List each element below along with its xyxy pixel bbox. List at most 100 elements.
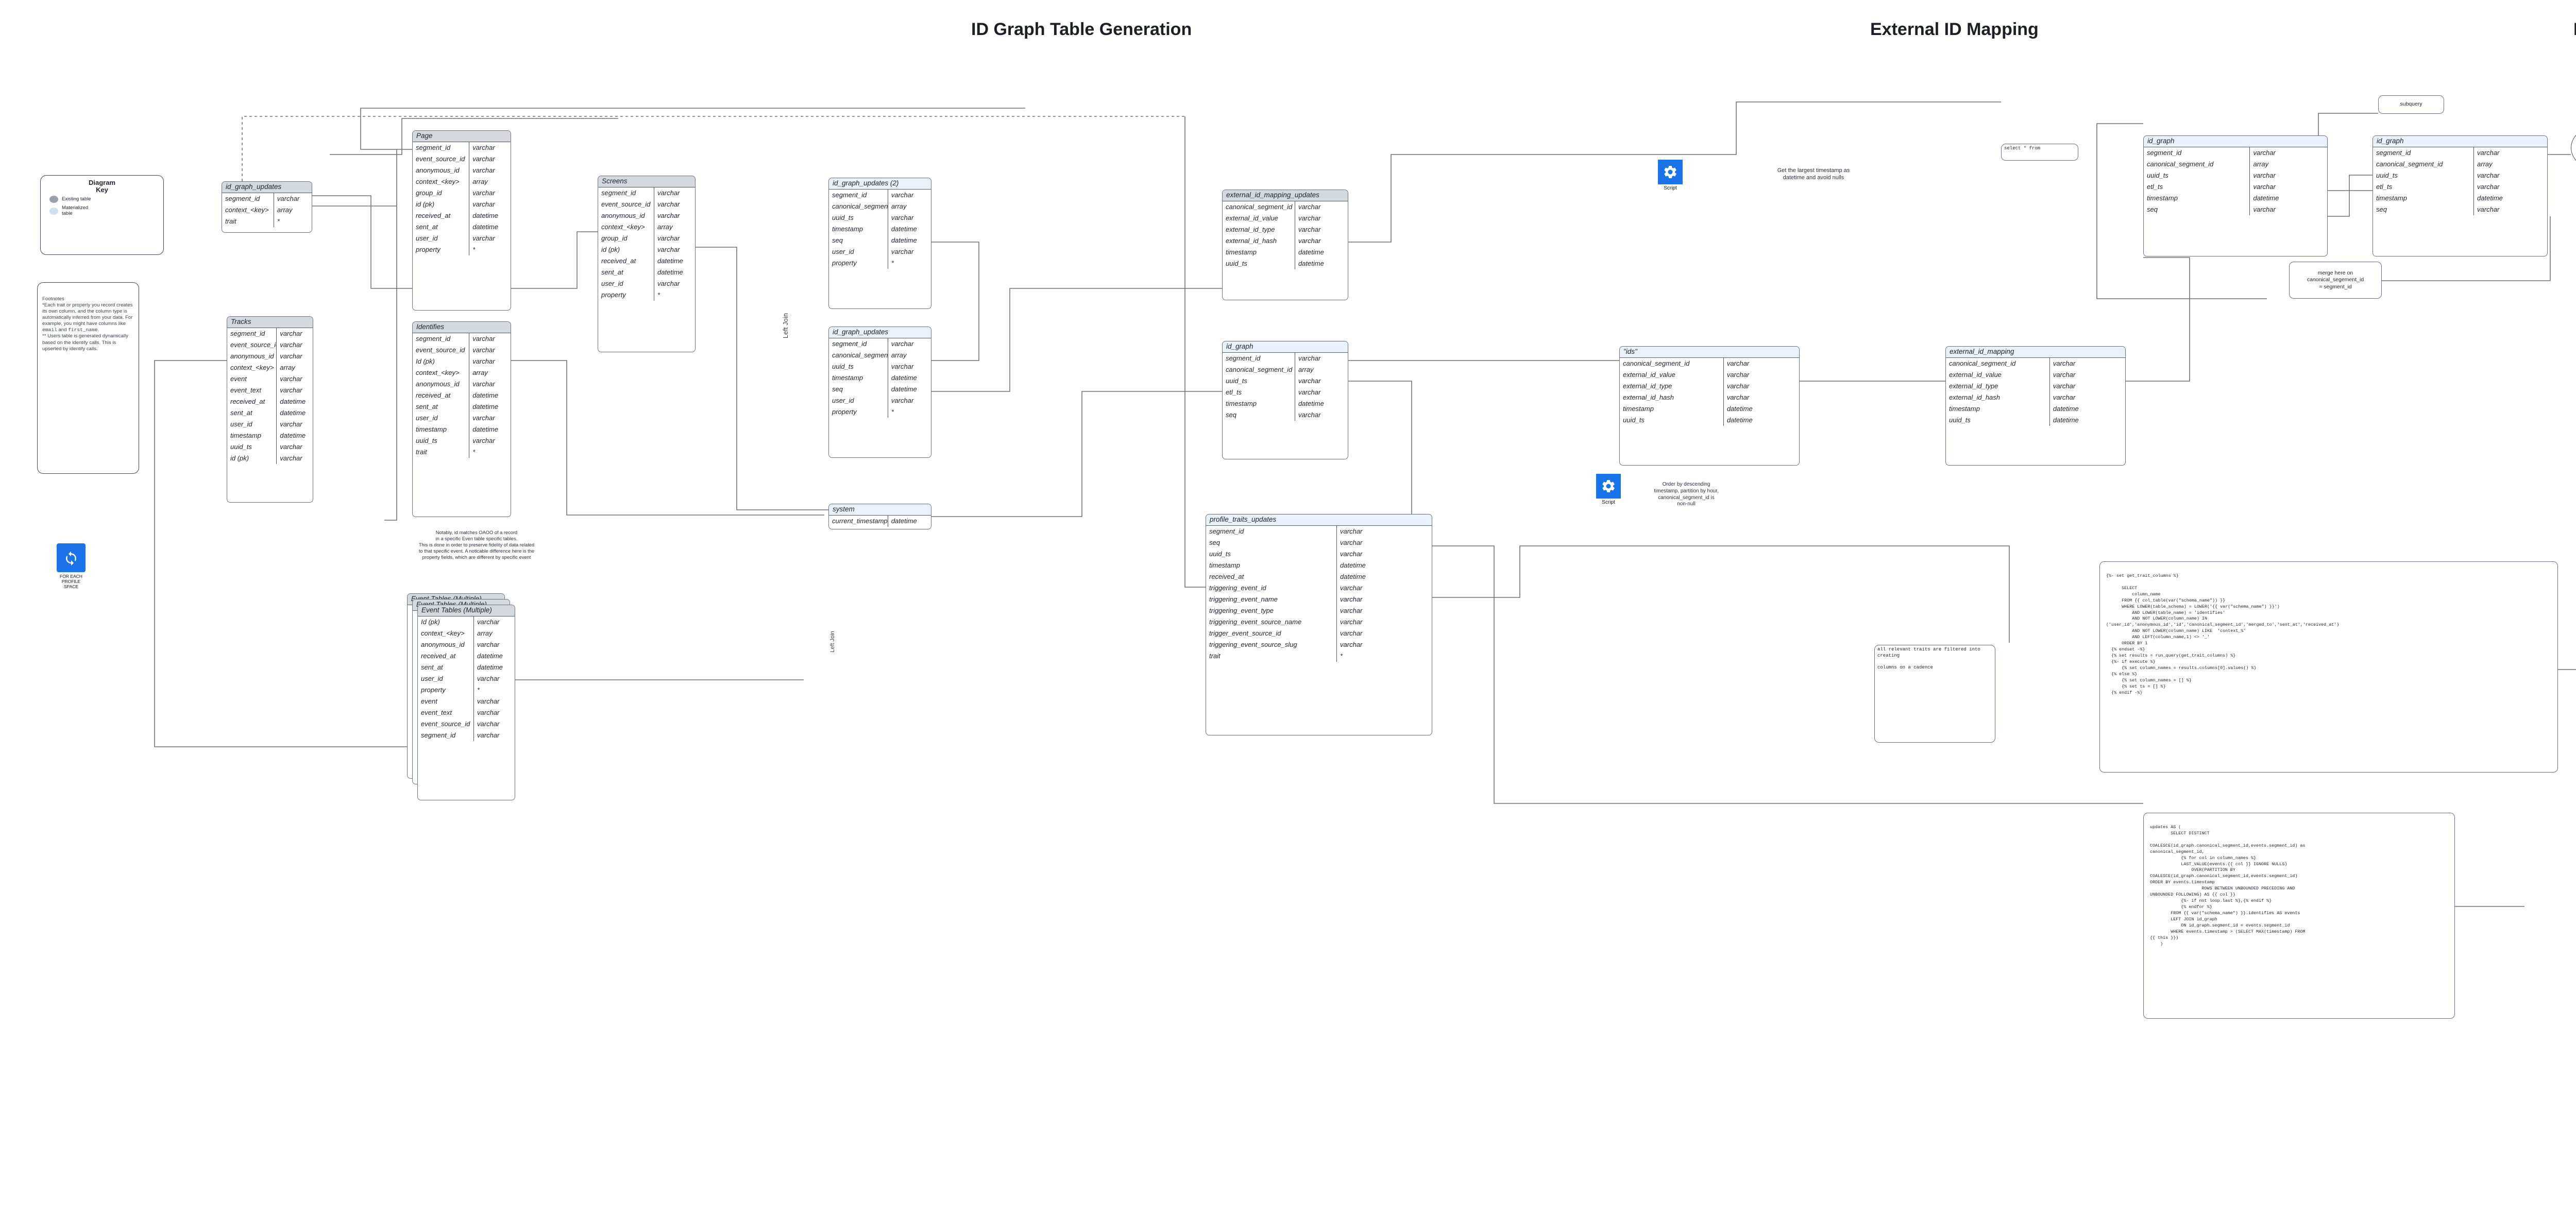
er-column-type: varchar (1298, 410, 1321, 419)
footnotes-line1: *Each trait or property you record creat… (42, 302, 133, 333)
er-column-type: datetime (1298, 399, 1324, 407)
er-table-row: context_<key>array (413, 367, 511, 379)
er-table-row: trait* (413, 446, 511, 458)
er-table-row: context_<key>array (598, 221, 695, 233)
er-column-name: uuid_ts (1223, 258, 1295, 269)
er-column-name: segment_id (222, 193, 274, 204)
er-column-name: seq (829, 383, 888, 395)
er-table-row: context_<key>array (227, 362, 313, 373)
er-column-name: user_id (413, 412, 470, 424)
er-column-type: varchar (280, 420, 302, 428)
er-column-type: varchar (891, 396, 914, 404)
er-column-type: varchar (1340, 618, 1363, 626)
er-column-type: varchar (891, 362, 914, 370)
er-column-name: triggering_event_type (1206, 605, 1337, 616)
er-column-name: triggering_event_source_slug (1206, 639, 1337, 650)
er-column-type: varchar (1340, 584, 1363, 592)
er-column-name: external_id_hash (1223, 235, 1295, 247)
er-table-body: segment_idvarcharcanonical_segment_idarr… (829, 189, 931, 269)
label-left_join_far: Left Join (829, 631, 836, 653)
er-column-name: timestamp (1223, 246, 1295, 258)
er-column-type: varchar (2477, 205, 2500, 213)
er-table-row: context_<key>array (413, 176, 511, 187)
er-table-header: Tracks (227, 317, 313, 328)
er-column-name: canonical_segment_id (1946, 357, 2050, 369)
er-column-type: varchar (1340, 640, 1363, 648)
er-column-type: datetime (2053, 416, 2079, 424)
er-column-name: segment_id (227, 328, 277, 339)
er-column-type: varchar (2477, 171, 2500, 179)
profile-space-label: FOR EACH PROFILE SPACE (60, 574, 82, 589)
er-column-type: varchar (891, 191, 914, 199)
er-column-name: event_text (227, 384, 277, 396)
er-column-name: triggering_event_source_name (1206, 616, 1337, 628)
script-largest-timestamp[interactable]: Script (1658, 160, 1683, 191)
annotation-event_table_explainer: Notably, id matches OAOO of a record in … (418, 530, 535, 560)
er-column-type: varchar (2253, 148, 2276, 157)
er-column-type: varchar (477, 731, 500, 739)
er-column-name: segment_id (598, 187, 655, 199)
er-column-name: user_id (413, 232, 470, 244)
er-column-name: segment_id (1206, 525, 1337, 537)
er-column-name: etl_ts (2373, 181, 2475, 193)
key-label-materialized: Materialized table (62, 205, 89, 216)
er-column-type: * (477, 685, 480, 694)
er-table-row: property* (829, 257, 931, 269)
er-column-type: array (891, 202, 907, 210)
er-column-name: sent_at (418, 661, 474, 673)
er-table-row: Id (pk)varchar (413, 355, 511, 367)
er-column-name: timestamp (829, 223, 888, 235)
er-column-name: external_id_value (1620, 369, 1724, 381)
er-column-type: datetime (472, 222, 499, 231)
er-column-type: varchar (2477, 148, 2500, 157)
er-table-row: property* (418, 684, 515, 696)
er-column-name: id (pk) (598, 244, 655, 255)
script-order-by[interactable]: Script (1596, 474, 1621, 505)
er-table-header: id_graph_updates (2) (829, 178, 931, 190)
er-table-header: id_graph (1223, 341, 1348, 353)
er-column-name: external_id_hash (1620, 391, 1724, 403)
er-column-type: varchar (2053, 393, 2076, 401)
er-column-name: property (418, 684, 474, 696)
er-column-name: context_<key> (598, 221, 655, 233)
